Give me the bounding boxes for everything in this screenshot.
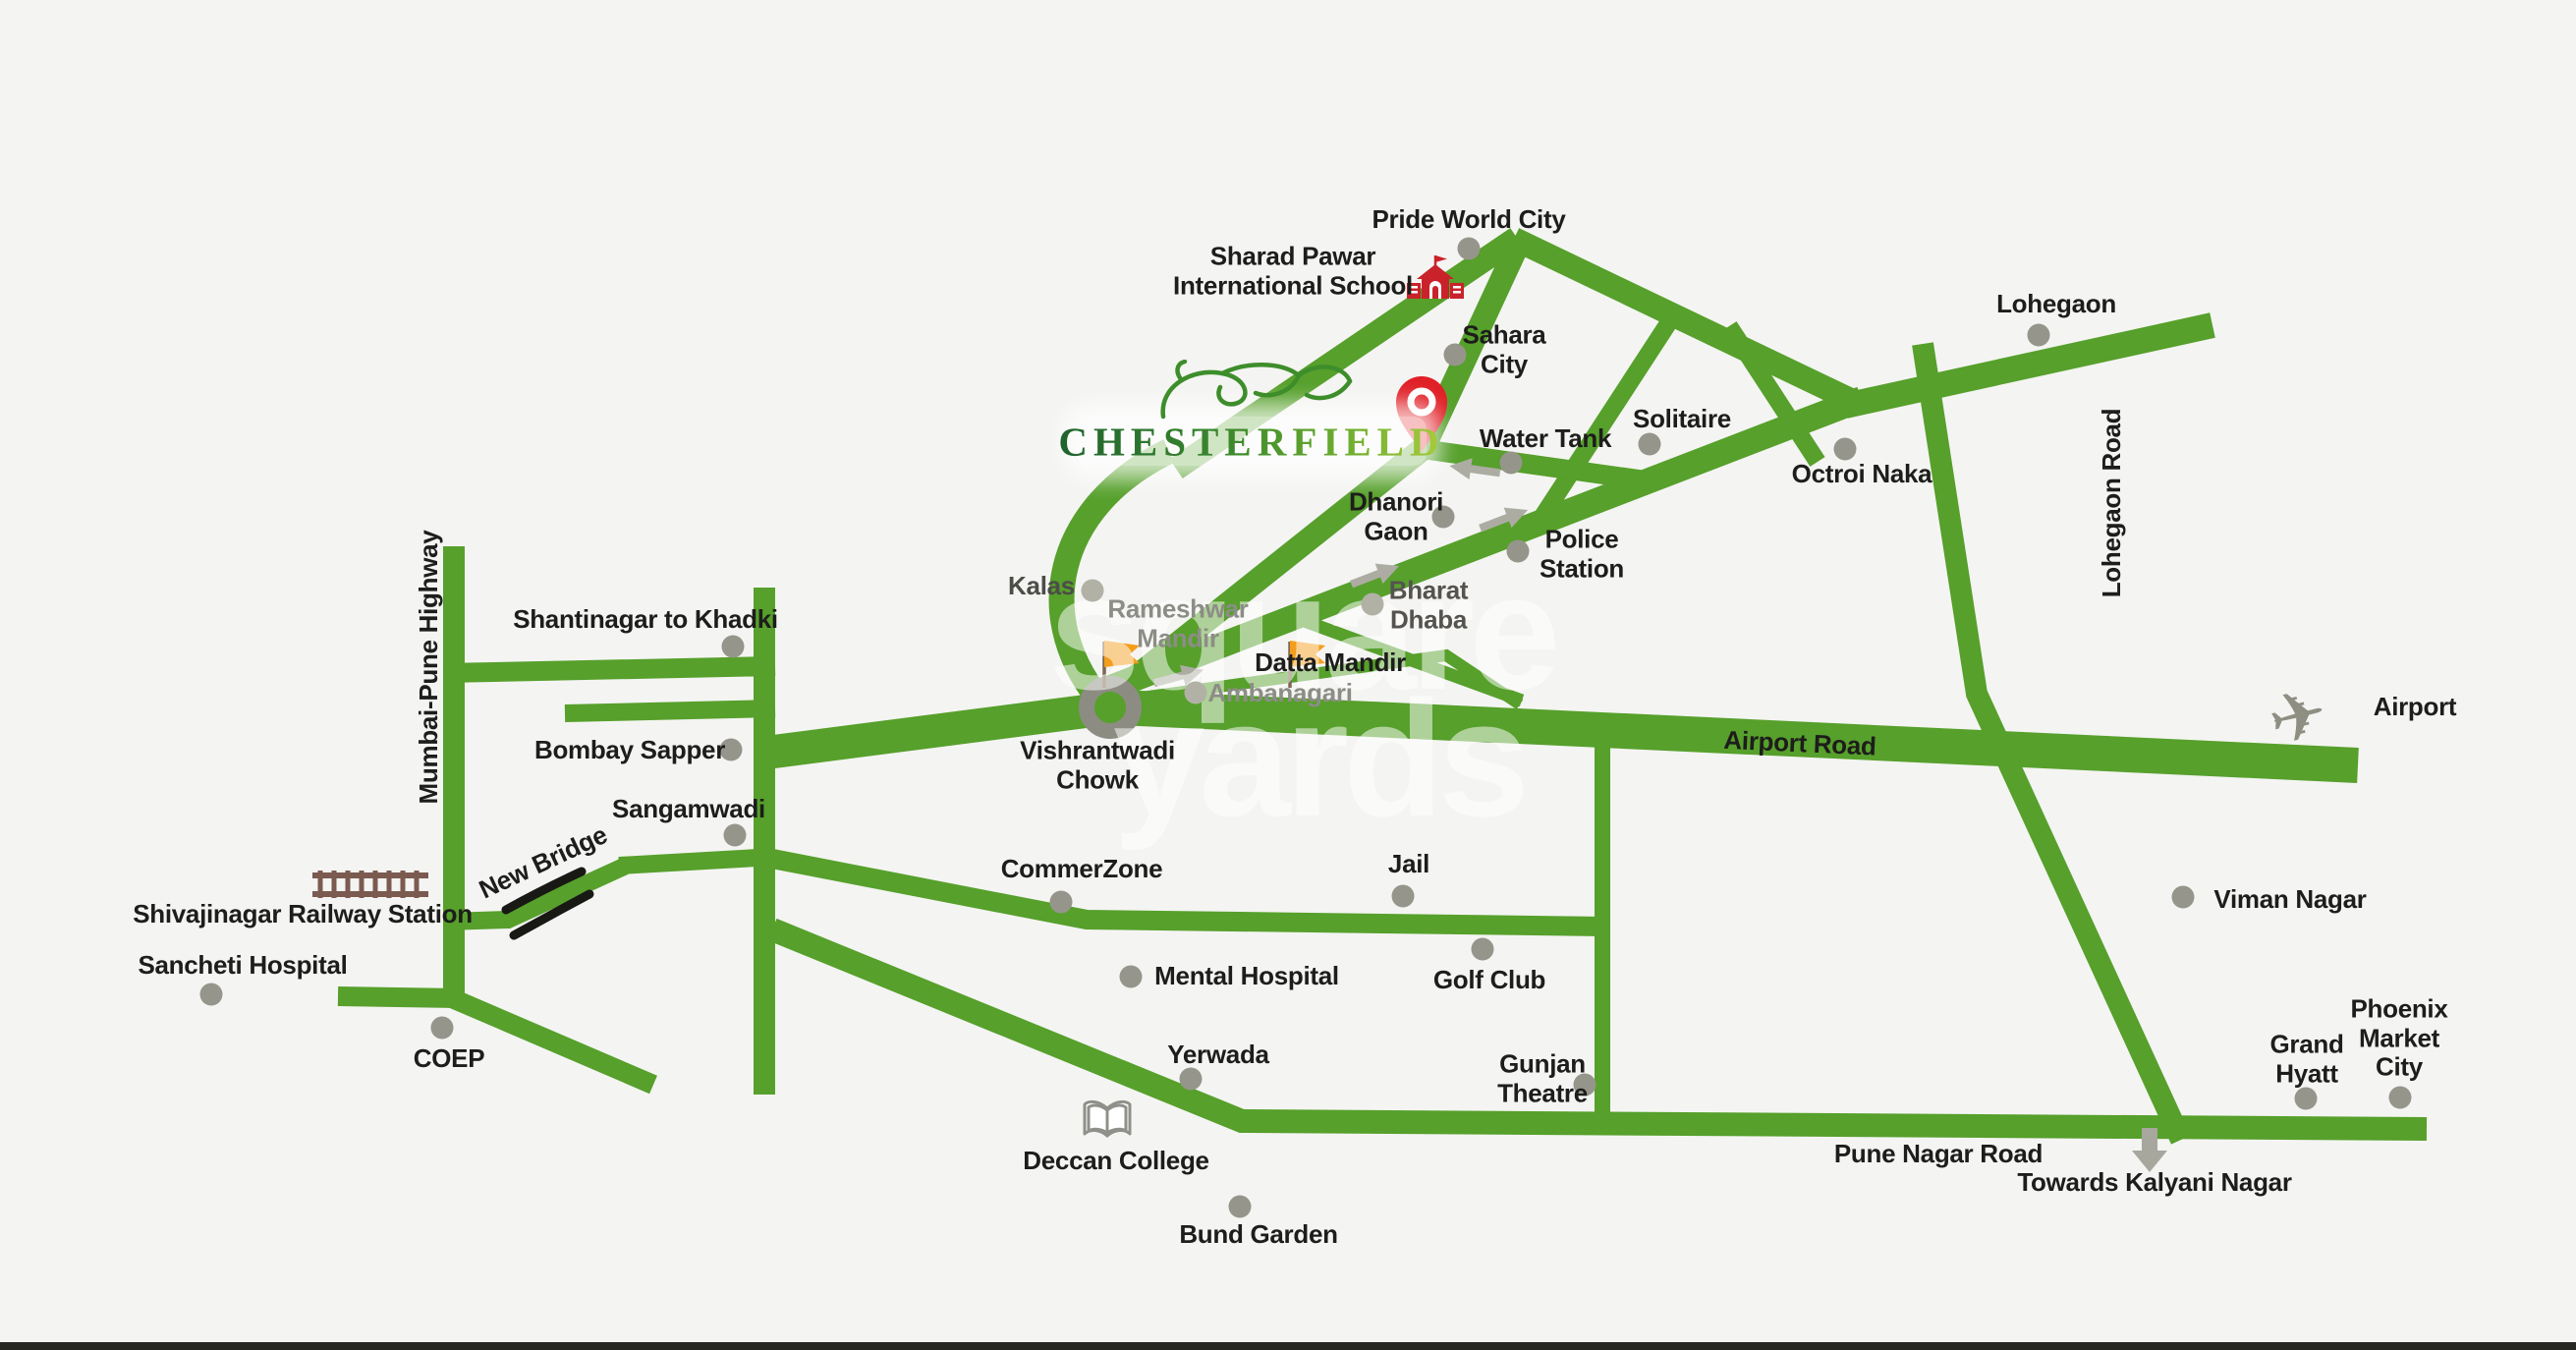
solitaire-label: Solitaire bbox=[1633, 404, 1731, 434]
gunjan-theatre-dot bbox=[1573, 1073, 1596, 1097]
golf-club-label: Golf Club bbox=[1432, 965, 1546, 995]
book-icon bbox=[1083, 1099, 1132, 1138]
road-airport bbox=[1097, 689, 2359, 783]
ambanagari-dot bbox=[1184, 681, 1207, 704]
road-new-bridge bbox=[444, 857, 630, 930]
road-sangamwadi bbox=[618, 848, 776, 874]
police-station-dot bbox=[1506, 539, 1530, 563]
road-direction-arrows bbox=[1152, 458, 1529, 688]
logo-flourish-icon bbox=[1160, 360, 1353, 420]
yerwada-label: Yerwada bbox=[1167, 1040, 1269, 1070]
mental-hospital-dot bbox=[1119, 965, 1143, 988]
road-pin-east bbox=[1420, 439, 1654, 491]
phoenix-market-city-dot bbox=[2388, 1086, 2412, 1109]
datta-mandir-flag-icon bbox=[1288, 641, 1325, 688]
road-yerwada-pune-nagar bbox=[767, 918, 2428, 1141]
towards-kalyani-nagar-label: Towards Kalyani Nagar bbox=[2017, 1167, 2292, 1198]
road-network bbox=[337, 228, 2428, 1145]
road-bombay-sapper bbox=[564, 700, 776, 722]
road-ne-artery bbox=[1095, 386, 1867, 704]
road-vishrantwadi-west bbox=[763, 692, 1111, 769]
school-icon bbox=[1407, 255, 1464, 299]
road-merged-east bbox=[1842, 312, 2215, 419]
coep-label: COEP bbox=[413, 1043, 485, 1074]
road-commerzone bbox=[770, 849, 1606, 936]
deccan-college-label: Deccan College bbox=[1023, 1146, 1209, 1176]
bombay-sapper-label: Bombay Sapper bbox=[533, 735, 726, 765]
jail-label: Jail bbox=[1387, 849, 1430, 879]
pune-nagar-road-label: Pune Nagar Road bbox=[1833, 1139, 2044, 1169]
kalas-label: Kalas bbox=[1008, 571, 1075, 601]
viman-nagar-label: Viman Nagar bbox=[2213, 884, 2367, 915]
sancheti-hospital-label: Sancheti Hospital bbox=[138, 950, 348, 981]
water-tank-label: Water Tank bbox=[1479, 423, 1612, 454]
jail-dot bbox=[1391, 884, 1415, 908]
road-solitaire-connector bbox=[1721, 321, 1825, 467]
bund-garden-dot bbox=[1228, 1195, 1252, 1218]
mental-hospital-label: Mental Hospital bbox=[1154, 961, 1339, 991]
lohegaon-label: Lohegaon bbox=[1996, 289, 2116, 319]
coep-dot bbox=[430, 1016, 454, 1040]
pride-world-city-dot bbox=[1457, 237, 1481, 260]
kalas-dot bbox=[1081, 579, 1104, 602]
octroi-naka-dot bbox=[1833, 437, 1857, 461]
sahara-city-dot bbox=[1443, 343, 1467, 366]
road-triangle-side bbox=[1296, 612, 1525, 707]
logo-backdrop bbox=[1077, 417, 1427, 466]
grand-hyatt-dot bbox=[2294, 1087, 2318, 1110]
solitaire-dot bbox=[1638, 432, 1661, 456]
datta-mandir-label: Datta Mandir bbox=[1255, 647, 1406, 678]
road-apex-east bbox=[1508, 228, 1865, 415]
road-kalas-curve bbox=[1048, 439, 1175, 715]
rameshwar-mandir-flag-icon bbox=[1102, 641, 1140, 688]
bharat-dhaba-dot bbox=[1361, 592, 1384, 616]
viman-nagar-dot bbox=[2171, 885, 2195, 909]
airport-label: Airport bbox=[2373, 692, 2457, 722]
shantinagar-to-khadki-label: Shantinagar to Khadki bbox=[513, 604, 778, 635]
road-lohegaon-viman bbox=[1912, 342, 2192, 1145]
sangamwadi-label: Sangamwadi bbox=[612, 794, 765, 824]
sangamwadi-dot bbox=[723, 823, 747, 847]
shivajinagar-railway-station-label: Shivajinagar Railway Station bbox=[133, 899, 473, 929]
railway-track-icon bbox=[312, 871, 428, 898]
golf-club-dot bbox=[1471, 937, 1494, 961]
bombay-sapper-dot bbox=[719, 738, 743, 761]
logo-title: CHESTERFIELD bbox=[1058, 419, 1445, 465]
commerzone-dot bbox=[1049, 890, 1073, 914]
chowk-roundabout-icon bbox=[1079, 676, 1142, 739]
lohegaon-road-label: Lohegaon Road bbox=[2097, 408, 2127, 598]
octroi-naka-label: Octroi Naka bbox=[1791, 459, 1932, 489]
bottom-edge-strip bbox=[0, 1342, 2576, 1350]
bund-garden-label: Bund Garden bbox=[1179, 1219, 1338, 1250]
ambanagari-label: Ambanagari bbox=[1207, 678, 1353, 708]
yerwada-dot bbox=[1179, 1067, 1203, 1091]
road-shantinagar bbox=[443, 656, 776, 683]
dhanori-gaon-dot bbox=[1431, 505, 1455, 529]
commerzone-label: CommerZone bbox=[1000, 854, 1163, 884]
road-coep bbox=[441, 985, 657, 1095]
mumbai-pune-highway-label: Mumbai-Pune Highway bbox=[414, 530, 444, 805]
kalyani-down-arrow-icon bbox=[2132, 1128, 2167, 1172]
lohegaon-dot bbox=[2027, 323, 2050, 347]
road-sancheti bbox=[337, 986, 459, 1008]
shantinagar-to-khadki-dot bbox=[721, 635, 745, 658]
sancheti-hospital-dot bbox=[199, 983, 223, 1006]
bridge-marks bbox=[501, 867, 594, 940]
pride-world-city-label: Pride World City bbox=[1372, 204, 1566, 235]
road-water-tank-connector bbox=[1525, 309, 1682, 536]
water-tank-dot bbox=[1499, 451, 1523, 475]
